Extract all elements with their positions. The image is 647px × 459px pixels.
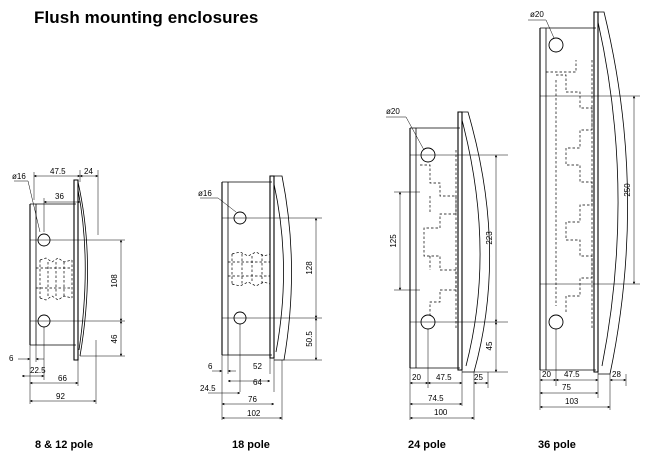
dim-label: 47.5: [564, 370, 580, 379]
dim-label: 100: [434, 408, 448, 417]
caption-8-12-pole: 8 & 12 pole: [35, 439, 94, 451]
dim-label: 47.5: [436, 373, 452, 382]
dim-label: 6: [9, 354, 14, 363]
caption-18-pole: 18 pole: [232, 439, 270, 451]
dim-label: 50.5: [305, 331, 314, 347]
dim-label: 66: [58, 374, 67, 383]
dim-label: 52: [253, 362, 262, 371]
drawing-36-pole: [528, 11, 640, 410]
drawing-8-12-pole: [14, 170, 125, 404]
drawing-18-pole: [200, 175, 322, 420]
dim-label: 36: [55, 192, 64, 201]
dim-label: 20: [542, 370, 551, 379]
drawing-24-pole: [386, 111, 508, 420]
dim-label: 76: [248, 395, 257, 404]
dim-label: 24: [84, 167, 93, 176]
dim-label: 28: [612, 370, 621, 379]
caption-24-pole: 24 pole: [408, 439, 446, 451]
dim-label-diameter: ø20: [530, 10, 544, 19]
dim-label: 250: [623, 183, 632, 197]
dim-label: 92: [56, 392, 65, 401]
dim-label: 75: [562, 383, 571, 392]
dim-label: 6: [208, 362, 213, 371]
dim-label: 125: [389, 234, 398, 248]
page-title: Flush mounting enclosures: [34, 8, 259, 27]
dim-label: 64: [253, 378, 262, 387]
dim-label-diameter: ø16: [198, 189, 212, 198]
dim-label: 24.5: [200, 384, 216, 393]
dim-label: 102: [247, 409, 261, 418]
dim-label: 103: [565, 397, 579, 406]
dim-label: 47.5: [50, 167, 66, 176]
dim-label: 46: [110, 334, 119, 343]
dim-label: 223: [485, 231, 494, 245]
dim-label-diameter: ø16: [12, 172, 26, 181]
dim-label: 128: [305, 261, 314, 275]
dim-label: 45: [485, 341, 494, 350]
dim-label-diameter: ø20: [386, 107, 400, 116]
dim-label: 74.5: [428, 394, 444, 403]
dim-label: 25: [474, 373, 483, 382]
dim-label: 20: [412, 373, 421, 382]
caption-36-pole: 36 pole: [538, 439, 576, 451]
dim-label: 108: [110, 274, 119, 288]
dim-label: 22.5: [30, 366, 46, 375]
